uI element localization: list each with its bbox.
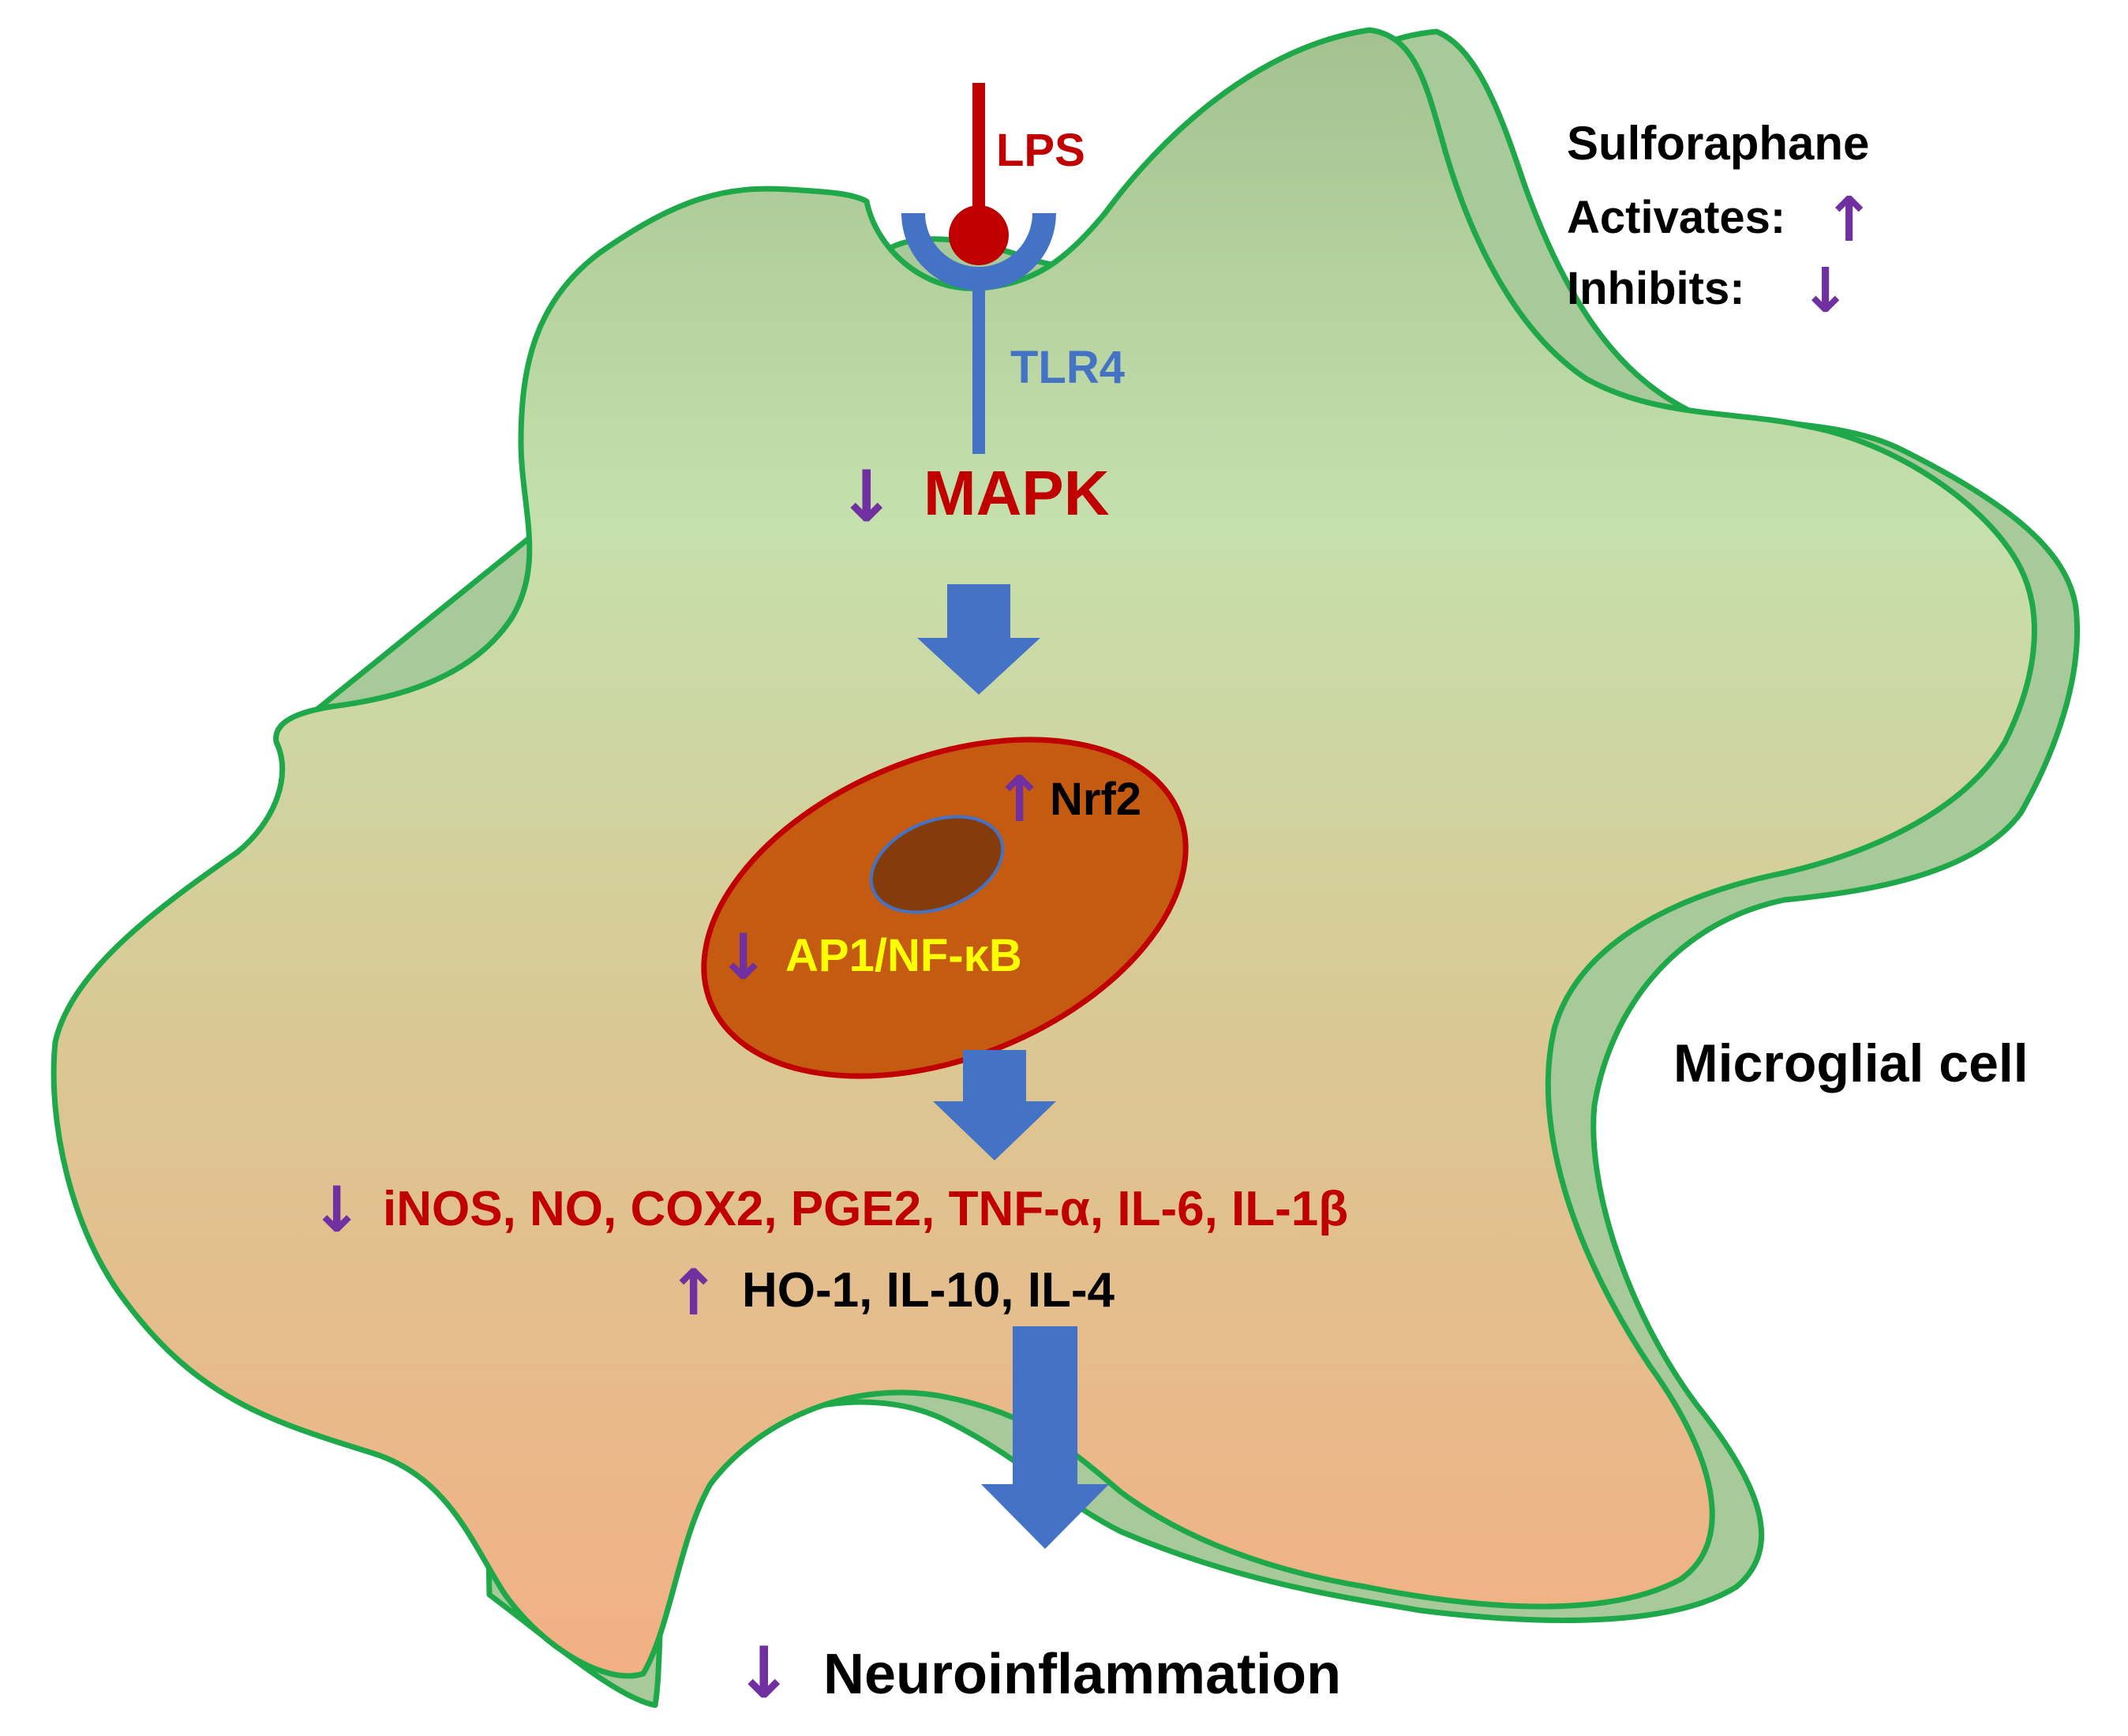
legend-title: Sulforaphane bbox=[1567, 117, 1869, 170]
neuroinflammation-label: Neuroinflammation bbox=[823, 1643, 1341, 1706]
tlr4-label: TLR4 bbox=[1010, 342, 1125, 393]
neuroinflammation-down-arrow-icon: ↓ bbox=[734, 1632, 793, 1715]
block-arrow-1 bbox=[917, 584, 1040, 695]
ap1-nfkb-label: AP1/NF-κB bbox=[785, 930, 1022, 981]
ap1-nfkb-down-arrow-icon: ↓ bbox=[717, 920, 770, 994]
legend-up-arrow-icon: ↑ bbox=[1823, 185, 1875, 256]
mapk-down-arrow-icon: ↓ bbox=[837, 456, 896, 538]
lps-label: LPS bbox=[996, 125, 1085, 176]
anti-inflammatory-up-arrow-icon: ↑ bbox=[667, 1256, 720, 1329]
nrf2-up-arrow-icon: ↑ bbox=[993, 763, 1046, 836]
block-arrow-3 bbox=[981, 1326, 1109, 1549]
legend-inhibits-label: Inhibits: bbox=[1567, 263, 1745, 314]
mapk-label: MAPK bbox=[924, 458, 1110, 528]
nrf2-label: Nrf2 bbox=[1050, 774, 1141, 825]
cell-label: Microglial cell bbox=[1673, 1033, 2029, 1093]
anti-inflammatory-label: HO-1, IL-10, IL-4 bbox=[742, 1263, 1115, 1318]
legend-down-arrow-icon: ↓ bbox=[1800, 256, 1851, 327]
pro-inflammatory-label: iNOS, NO, COX2, PGE2, TNF-α, IL-6, IL-1β bbox=[383, 1182, 1348, 1236]
pro-inflammatory-down-arrow-icon: ↓ bbox=[310, 1173, 363, 1247]
legend: Sulforaphane Activates: ↑ Inhibits: ↓ bbox=[1567, 117, 1875, 327]
nucleolus bbox=[869, 815, 1005, 914]
lps-head bbox=[949, 205, 1009, 265]
legend-activates-label: Activates: bbox=[1567, 192, 1785, 243]
block-arrow-2 bbox=[933, 1050, 1056, 1160]
